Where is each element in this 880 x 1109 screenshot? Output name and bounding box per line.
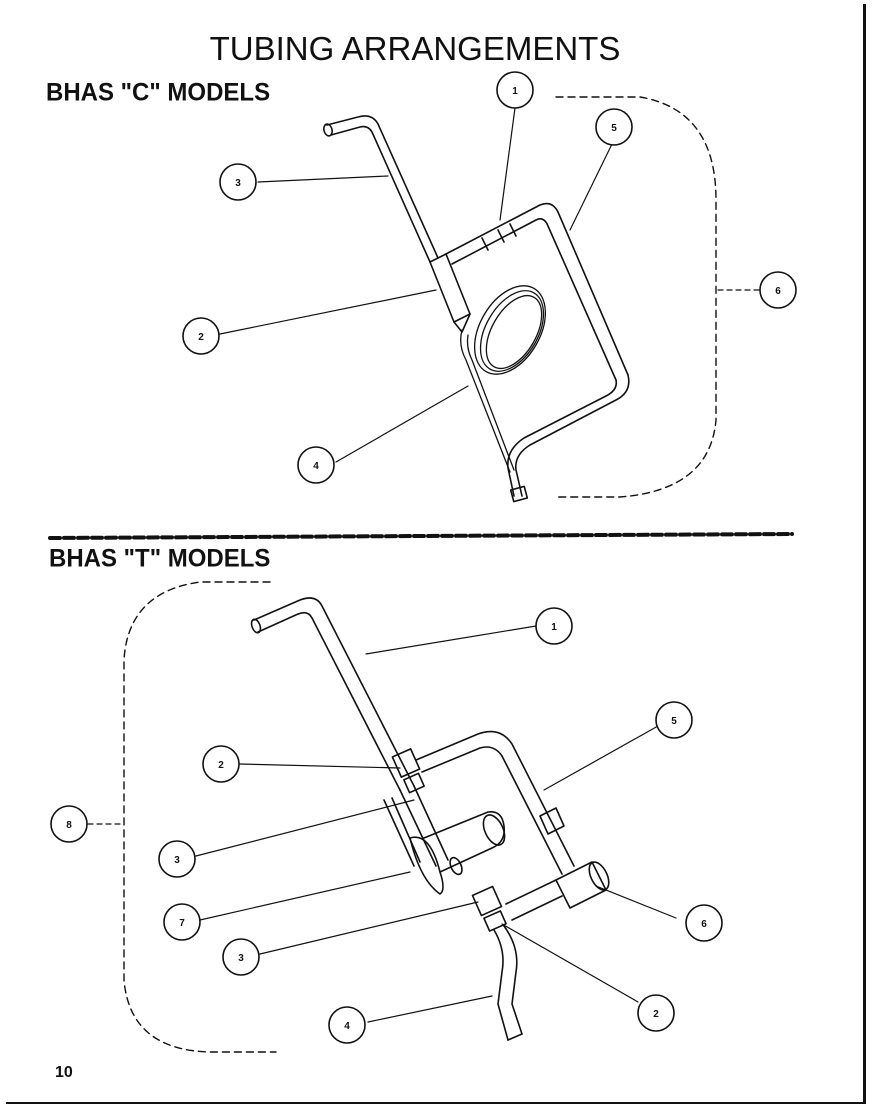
t-leader-6 (595, 885, 677, 919)
t-accumulator (383, 797, 506, 895)
svg-text:8: 8 (66, 820, 72, 831)
t-callout-3-lower: 3 (222, 938, 260, 976)
c-tube-3 (323, 115, 439, 263)
c-callout-6: 6 (759, 271, 797, 309)
c-leader-1 (499, 107, 516, 221)
svg-text:2: 2 (653, 1009, 659, 1020)
svg-text:4: 4 (313, 461, 319, 472)
c-leader-4 (335, 385, 469, 463)
svg-text:6: 6 (701, 919, 707, 930)
svg-text:5: 5 (611, 123, 617, 134)
c-callout-5: 5 (595, 108, 633, 146)
t-leader-1 (365, 625, 537, 655)
c-tube-1 (445, 202, 629, 381)
page-number: 10 (55, 1064, 73, 1081)
c-tube-5 (507, 374, 630, 503)
t-tube-4 (493, 925, 523, 1041)
t-callout-3-upper: 3 (158, 840, 196, 878)
svg-text:1: 1 (551, 622, 557, 633)
section-title-c-models: BHAS "C" MODELS (46, 78, 271, 107)
t-callout-8: 8 (50, 805, 88, 843)
c-callout-2: 2 (182, 317, 220, 355)
c-leader-5 (569, 143, 613, 231)
t-callout-7: 7 (163, 903, 201, 941)
t-leader-4 (367, 995, 493, 1023)
c-leader-2 (219, 289, 437, 335)
t-callout-6: 6 (685, 904, 723, 942)
c-drier-2 (429, 253, 471, 333)
t-joint-2-upper (391, 748, 425, 794)
t-leader-3-lower (259, 901, 479, 955)
page-title: TUBING ARRANGEMENTS (209, 30, 621, 67)
t-callout-2-upper: 2 (202, 745, 240, 783)
svg-text:3: 3 (235, 178, 241, 189)
svg-text:6: 6 (775, 286, 781, 297)
c-callout-1: 1 (496, 71, 534, 109)
t-leader-7 (199, 871, 411, 921)
t-callout-5: 5 (655, 701, 693, 739)
c-callout-3: 3 (219, 163, 257, 201)
t-group-bracket (123, 581, 277, 1053)
t-leader-2-lower (501, 923, 639, 1003)
svg-text:2: 2 (218, 760, 224, 771)
c-callout-4: 4 (297, 446, 335, 484)
t-callout-1: 1 (535, 607, 573, 645)
c-group-bracket (555, 96, 717, 498)
c-models-diagram: 1 3 2 4 5 6 (182, 71, 797, 503)
c-leader-3 (257, 175, 389, 183)
page-border (6, 4, 866, 1104)
svg-text:5: 5 (671, 716, 677, 727)
section-divider (48, 532, 794, 540)
c-capillary-coil (460, 285, 547, 473)
svg-text:3: 3 (174, 855, 180, 866)
t-callout-4: 4 (328, 1006, 366, 1044)
svg-text:4: 4 (344, 1021, 350, 1032)
t-leader-5 (543, 725, 659, 791)
t-tube-1 (250, 597, 449, 867)
svg-text:3: 3 (238, 953, 244, 964)
t-models-diagram: 1 5 2 8 3 7 3 6 4 2 (50, 581, 723, 1053)
t-tube-5 (415, 730, 575, 875)
svg-text:7: 7 (179, 918, 185, 929)
section-title-t-models: BHAS "T" MODELS (49, 544, 271, 573)
svg-text:1: 1 (512, 86, 518, 97)
t-leader-3-upper (195, 799, 415, 857)
svg-text:2: 2 (198, 332, 204, 343)
t-leader-2-upper (239, 763, 401, 769)
t-joint-lower (471, 885, 507, 932)
t-callout-2-lower: 2 (637, 994, 675, 1032)
